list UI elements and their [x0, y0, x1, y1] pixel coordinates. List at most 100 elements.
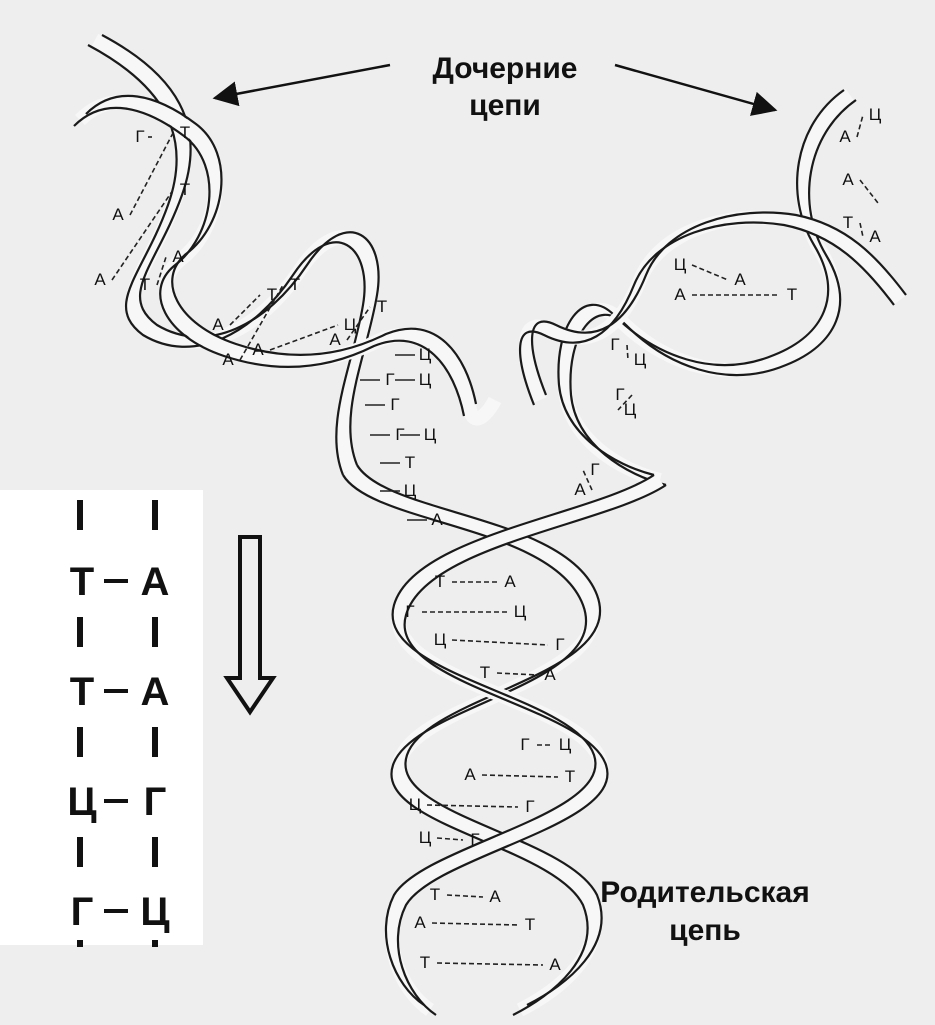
inset-base-left: Т: [70, 670, 94, 714]
base-right: Т: [290, 275, 300, 294]
fork-base-letter: Ц: [419, 370, 432, 389]
base-left: А: [329, 330, 341, 349]
base-right: А: [489, 887, 501, 906]
base-left: Г: [405, 602, 414, 621]
base-right: Ц: [559, 735, 572, 754]
base-left: А: [674, 285, 686, 304]
base-right: Т: [525, 915, 535, 934]
base-right: Т: [787, 285, 797, 304]
base-left: Ц: [409, 795, 422, 814]
hydrogen-bond: [452, 640, 548, 645]
parent-pair: ЦГ: [419, 828, 480, 849]
base-right: Т: [377, 297, 387, 316]
parent-pair: ГЦ: [405, 602, 526, 621]
hydrogen-bond: [270, 325, 338, 350]
hydrogen-bond: [860, 180, 878, 203]
base-left: Т: [480, 663, 490, 682]
inset-base-right: Г: [144, 780, 167, 824]
inset-base-left: Г: [71, 890, 94, 934]
inset-panel: ТАТАЦГГЦ: [0, 490, 203, 947]
base-left: Г: [135, 127, 144, 146]
base-left: Т: [430, 885, 440, 904]
base-right: Г: [470, 830, 479, 849]
base-left: А: [252, 340, 264, 359]
base-left: Т: [435, 572, 445, 591]
base-right: Т: [565, 767, 575, 786]
daughter-label-line2: цепи: [469, 89, 541, 122]
base-left: Т: [420, 953, 430, 972]
parent-pair: ЦГ: [434, 630, 565, 654]
base-left: А: [842, 170, 854, 189]
base-left: Г: [610, 335, 619, 354]
fork-base: Ц: [395, 345, 432, 364]
arrow-right: [615, 65, 775, 110]
parent-pair: АТ: [414, 913, 535, 934]
parent-helix: [343, 465, 666, 1015]
base-left: А: [464, 765, 476, 784]
hydrogen-bond: [692, 265, 728, 280]
base-left: А: [574, 480, 586, 499]
fork-base: Т: [380, 453, 415, 472]
left-daughter-pair: Г: [135, 127, 152, 146]
fork-base-letter: Г: [390, 395, 399, 414]
base-right: Ц: [634, 350, 647, 369]
base-right: А: [549, 955, 561, 974]
direction-arrow-icon: [227, 537, 273, 712]
base-right: Т: [180, 180, 190, 199]
base-right: А: [172, 247, 184, 266]
fork-base-letter: Ц: [404, 481, 417, 500]
right-daughter-helix: [520, 90, 906, 485]
base-left: Т: [843, 213, 853, 232]
base-right: А: [869, 227, 881, 246]
base-right: Т: [180, 123, 190, 142]
hydrogen-bond: [437, 838, 463, 840]
inset-base-left: Т: [70, 560, 94, 604]
base-right: Ц: [624, 400, 637, 419]
fork-base: Г: [365, 395, 400, 414]
base-left: А: [94, 270, 106, 289]
hydrogen-bond: [857, 115, 863, 137]
parent-pair: ТА: [435, 572, 517, 591]
hydrogen-bond: [860, 223, 863, 237]
parent-base-pairs: ТАГЦЦГТАГЦАТЦГЦГТААТТА: [405, 572, 575, 974]
base-right: А: [544, 665, 556, 684]
hydrogen-bond: [447, 895, 483, 897]
parent-pair: ТА: [430, 885, 502, 906]
base-left: А: [222, 350, 234, 369]
base-right: Т: [267, 285, 277, 304]
base-left: А: [839, 127, 851, 146]
base-right: Г: [525, 797, 534, 816]
parent-label-line2: цепь: [669, 914, 741, 947]
inset-background: [0, 490, 203, 945]
parent-pair: ТА: [420, 953, 562, 974]
hydrogen-bond: [437, 963, 543, 965]
base-right: Ц: [344, 315, 357, 334]
hydrogen-bond: [627, 345, 628, 360]
base-left: Т: [140, 275, 150, 294]
hydrogen-bond: [482, 775, 558, 777]
fork-base: Ц: [395, 370, 432, 389]
base-left: А: [112, 205, 124, 224]
arrow-left: [215, 65, 390, 98]
right-daughter-pair: А: [842, 170, 878, 203]
right-daughter-pair: АЦ: [839, 105, 881, 146]
base-left: Ц: [419, 828, 432, 847]
daughter-label-line1: Дочерние: [433, 52, 578, 85]
fork-base: Ц: [400, 425, 437, 444]
base-right: Ц: [514, 602, 527, 621]
fork-base-letter: А: [431, 510, 443, 529]
fork-base-letter: Т: [405, 453, 415, 472]
fork-base-letter: Г: [385, 370, 394, 389]
right-daughter-pair: ЦА: [674, 255, 747, 289]
base-left: Ц: [674, 255, 687, 274]
base-right: Г: [590, 460, 599, 479]
inset-base-left: Ц: [67, 780, 96, 824]
parent-pair: АТ: [464, 765, 575, 786]
base-left: Г: [520, 735, 529, 754]
inset-base-right: А: [141, 560, 170, 604]
base-left: А: [414, 913, 426, 932]
fork-base: Г: [360, 370, 395, 389]
inset-base-right: Ц: [140, 890, 169, 934]
fork-base-letter: Ц: [419, 345, 432, 364]
